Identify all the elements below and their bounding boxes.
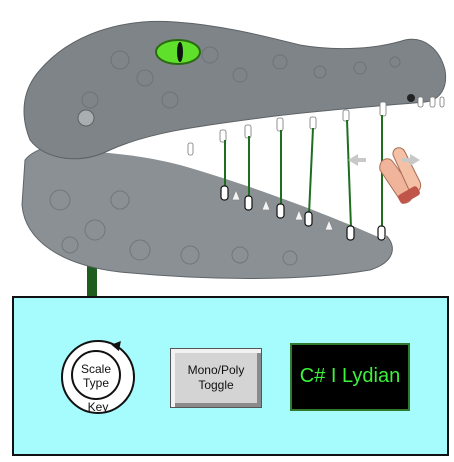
string-sensors xyxy=(220,185,386,241)
crocodile-pupil xyxy=(177,42,183,62)
scale-key-knob[interactable]: Scale Type Key xyxy=(61,337,135,414)
stand-pole xyxy=(87,262,97,300)
toggle-label-line2: Toggle xyxy=(198,378,234,392)
control-panel: Scale Type Key Mono/Poly Toggle C# I Lyd… xyxy=(12,296,449,456)
toggle-label: Mono/Poly Toggle xyxy=(171,363,261,393)
scale-display-text: C# I Lydian xyxy=(299,365,401,387)
arrow-right-icon xyxy=(402,154,420,166)
mono-poly-toggle-button[interactable]: Mono/Poly Toggle xyxy=(170,348,262,408)
upper-jaw xyxy=(23,20,447,160)
nostril xyxy=(407,94,415,102)
rotate-arrow-icon xyxy=(111,337,125,352)
finger-hand-icon xyxy=(379,147,422,204)
toggle-label-line1: Mono/Poly xyxy=(187,363,245,377)
scale-texture xyxy=(49,46,401,266)
knob-center[interactable]: Scale Type xyxy=(71,350,121,400)
lower-teeth xyxy=(231,188,334,231)
mouth-interior xyxy=(60,106,430,240)
knob-label-scale: Scale xyxy=(80,362,112,376)
crocodile-illustration xyxy=(21,20,447,300)
knob-label-type: Type xyxy=(82,376,109,390)
upper-teeth xyxy=(187,96,445,156)
ear-bump xyxy=(77,109,95,127)
scale-display: C# I Lydian xyxy=(290,343,410,411)
knob-label-key: Key xyxy=(87,400,109,414)
arrow-left-icon xyxy=(348,154,366,166)
